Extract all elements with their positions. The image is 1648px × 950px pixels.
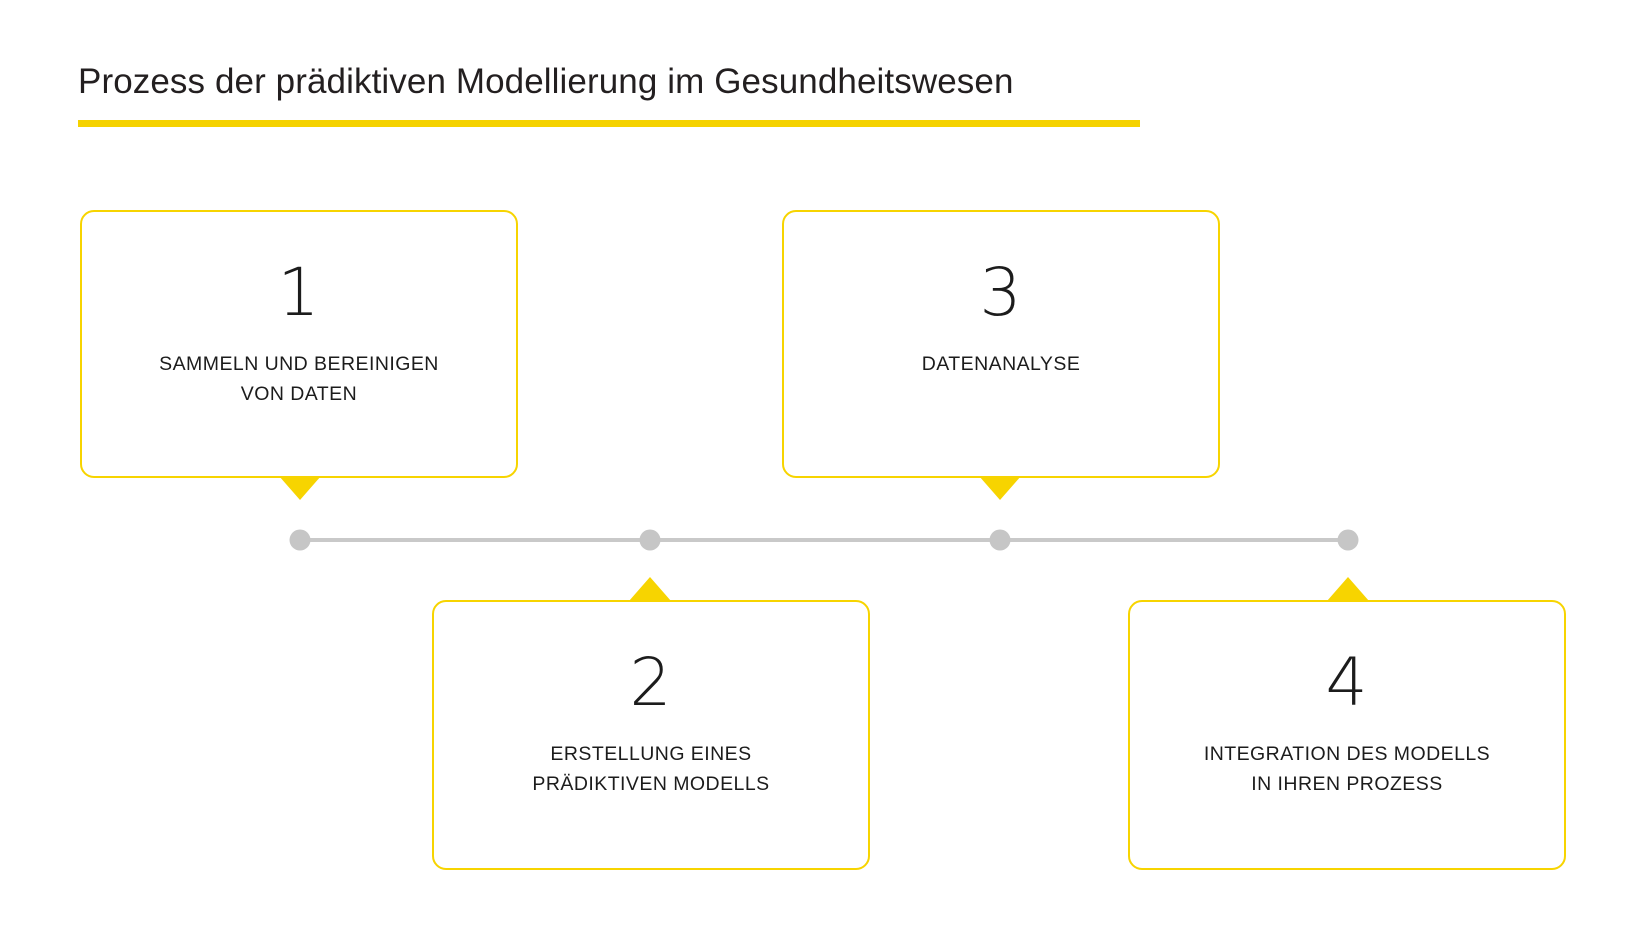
connector-triangle-1 — [279, 476, 321, 500]
timeline-node-3 — [989, 529, 1011, 551]
timeline-connector-line — [300, 538, 1348, 542]
title-underline-rule — [78, 120, 1140, 127]
timeline-node-1 — [289, 529, 311, 551]
step-number-3: 3 — [979, 254, 1023, 331]
timeline-node-4 — [1337, 529, 1359, 551]
step-number-2: 2 — [629, 644, 673, 721]
timeline-node-2 — [639, 529, 661, 551]
step-label-4: INTEGRATION DES MODELLS IN IHREN PROZESS — [1203, 743, 1491, 795]
step-label-3: DATENANALYSE — [921, 353, 1081, 375]
step-number-1: 1 — [277, 254, 321, 331]
connector-triangle-3 — [979, 476, 1021, 500]
step-number-4: 4 — [1325, 644, 1369, 721]
step-label-2: ERSTELLUNG EINES PRÄDIKTIVEN MODELLS — [532, 743, 770, 795]
page-title: Prozess der prädiktiven Modellierung im … — [78, 62, 1014, 101]
step-label-1: SAMMELN UND BEREINIGEN VON DATEN — [159, 353, 439, 405]
connector-triangle-4 — [1327, 577, 1369, 601]
connector-triangle-2 — [629, 577, 671, 601]
